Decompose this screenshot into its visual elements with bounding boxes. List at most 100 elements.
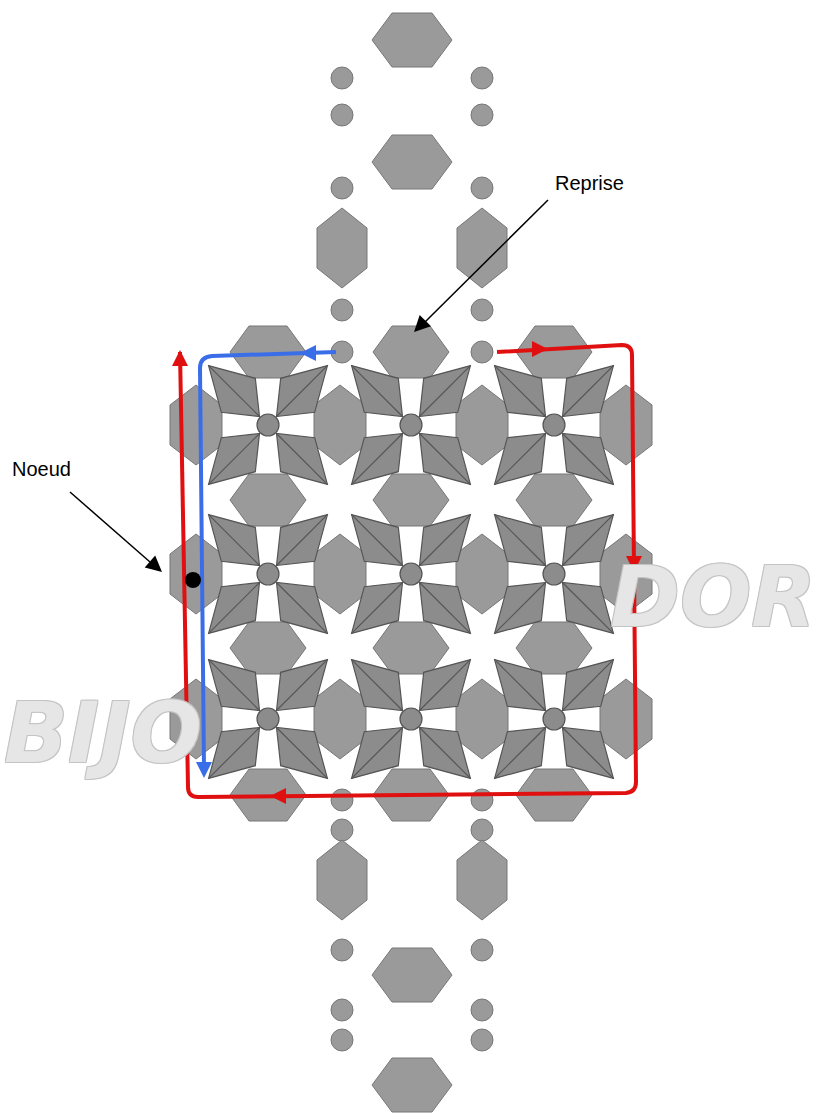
center-bead [543, 414, 565, 436]
center-bead [543, 708, 565, 730]
petal-ridge [562, 433, 613, 484]
petal-bead [209, 583, 260, 634]
center-bead [400, 414, 422, 436]
center-bead [257, 563, 279, 585]
petal-bead [420, 660, 471, 711]
petal-ridge [495, 727, 546, 778]
petal-ridge [419, 515, 470, 566]
hexagon-bead [170, 385, 222, 465]
hexagon-bead [516, 474, 592, 526]
petal-ridge [209, 660, 260, 711]
hexagon-bead [372, 948, 452, 1002]
seed-bead [471, 939, 493, 961]
arrow-head [414, 315, 431, 332]
center-bead [400, 563, 422, 585]
hexagon-bead [600, 679, 652, 759]
petal-bead [209, 366, 260, 417]
petal-bead [563, 728, 614, 779]
seed-bead [471, 1029, 493, 1051]
petal-ridge [209, 366, 260, 417]
petal-bead [352, 434, 403, 485]
petal-bead [209, 515, 260, 566]
hexagon-bead [230, 474, 306, 526]
hexagon-bead [317, 840, 367, 920]
petal-ridge [419, 366, 470, 417]
leader-line [70, 492, 150, 562]
arrow-head [145, 556, 162, 573]
arrow-head [172, 350, 188, 366]
center-bead [257, 414, 279, 436]
hexagon-bead [170, 534, 222, 614]
petal-bead [352, 515, 403, 566]
center-bead [400, 708, 422, 730]
seed-bead [331, 67, 353, 89]
watermark: DOR [610, 548, 816, 646]
petal-bead [495, 515, 546, 566]
petal-ridge [276, 582, 327, 633]
petal-ridge [352, 727, 403, 778]
petal-ridge [419, 433, 470, 484]
hexagon-bead [372, 135, 452, 189]
petal-bead [563, 434, 614, 485]
petal-ridge [276, 433, 327, 484]
hexagon-bead [373, 622, 449, 674]
petal-ridge [562, 582, 613, 633]
petal-ridge [495, 366, 546, 417]
hexagon-bead [456, 534, 508, 614]
seed-bead [331, 104, 353, 126]
petal-ridge [209, 515, 260, 566]
callout-label: Noeud [12, 458, 71, 481]
knot-dot [185, 572, 201, 588]
petal-bead [495, 366, 546, 417]
petal-ridge [352, 660, 403, 711]
petal-bead [352, 728, 403, 779]
hexagon-bead [317, 208, 367, 288]
petal-ridge [419, 727, 470, 778]
arrow-head [270, 788, 286, 804]
leader-line [425, 200, 548, 322]
petal-bead [277, 515, 328, 566]
center-bead [257, 708, 279, 730]
petal-ridge [562, 660, 613, 711]
hexagon-bead [373, 326, 449, 378]
petal-bead [352, 366, 403, 417]
petal-bead [420, 583, 471, 634]
petal-bead [420, 434, 471, 485]
hexagon-bead [314, 534, 366, 614]
center-bead [543, 563, 565, 585]
petal-bead [277, 660, 328, 711]
seed-bead [331, 1029, 353, 1051]
petal-ridge [419, 582, 470, 633]
seed-bead [471, 819, 493, 841]
petal-bead [563, 583, 614, 634]
hexagon-bead [372, 13, 452, 67]
petal-bead [352, 583, 403, 634]
hexagon-bead [230, 622, 306, 674]
thread-path [200, 352, 336, 770]
thread-path [180, 345, 636, 797]
petal-ridge [276, 660, 327, 711]
petal-bead [495, 728, 546, 779]
petal-ridge [352, 366, 403, 417]
petal-bead [420, 728, 471, 779]
petal-ridge [276, 515, 327, 566]
petal-ridge [562, 366, 613, 417]
seed-bead [331, 999, 353, 1021]
hexagon-bead [372, 1058, 452, 1112]
arrow-head [300, 345, 316, 361]
petal-bead [209, 660, 260, 711]
petal-ridge [495, 660, 546, 711]
seed-bead [471, 104, 493, 126]
arrow-head [532, 341, 548, 357]
petal-ridge [352, 515, 403, 566]
seed-bead [331, 789, 353, 811]
petal-ridge [419, 660, 470, 711]
petal-bead [563, 515, 614, 566]
seed-bead [331, 299, 353, 321]
petal-bead [563, 366, 614, 417]
hexagon-bead [373, 474, 449, 526]
petal-ridge [495, 582, 546, 633]
seed-bead [331, 819, 353, 841]
petal-bead [209, 728, 260, 779]
petal-ridge [352, 582, 403, 633]
